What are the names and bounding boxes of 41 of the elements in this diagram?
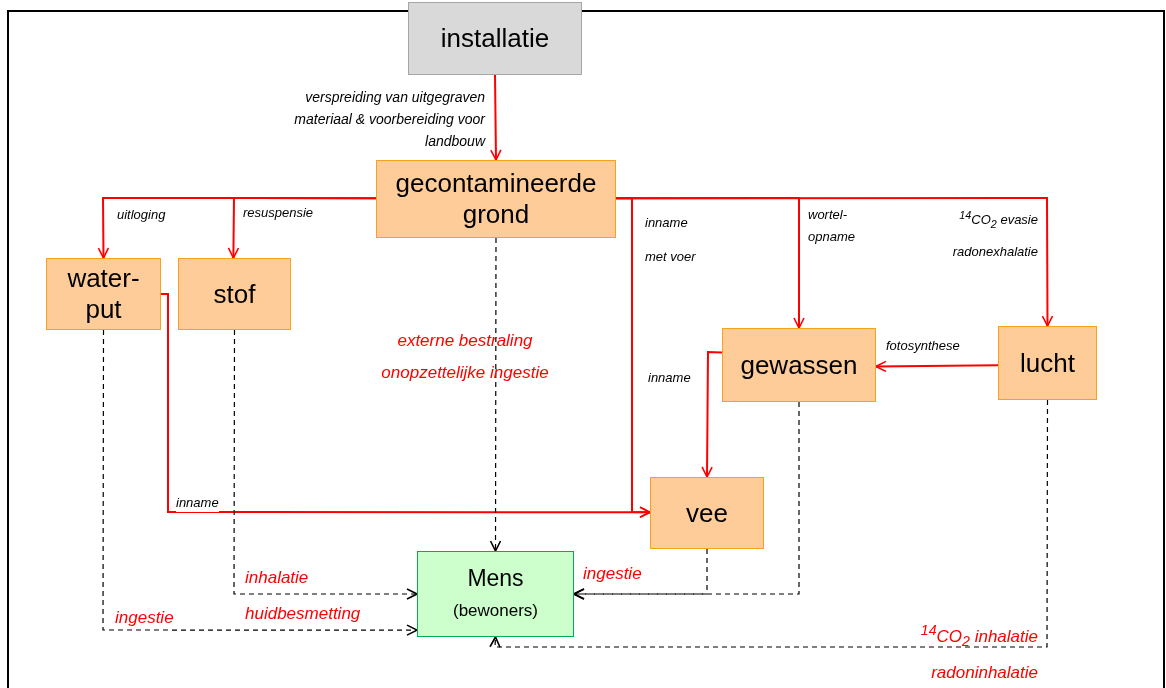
dashed-arrow	[102, 329, 418, 636]
arrow	[227, 197, 377, 259]
edge-label: uitloging	[117, 206, 167, 224]
source-box	[408, 2, 582, 75]
dashed-arrow	[573, 401, 800, 600]
arrow	[615, 197, 1054, 327]
edge-label: verspreiding van uitgegraven materiaal & voorbereiding voor landbouw	[293, 88, 485, 151]
arrow	[490, 74, 502, 161]
edge-label: inname	[648, 369, 692, 387]
node-title: lucht	[1020, 347, 1075, 379]
edge-label: inhalatie huidbesmetting	[245, 567, 362, 625]
edge-label: ingestie	[115, 609, 175, 627]
edge-label: inname met voer	[645, 214, 697, 266]
edge-label: $^{14}$CO$_{2}$ evasie radonexhalatie	[951, 208, 1038, 261]
edge-label: wortel- opname	[808, 206, 856, 246]
dashed-arrow	[233, 329, 418, 600]
process-box	[376, 160, 616, 238]
edge-label: resuspensie	[243, 204, 315, 222]
edge-label: ingestie	[583, 565, 643, 583]
process-box	[46, 258, 161, 330]
arrow	[701, 350, 723, 478]
edge-label: $^{14}$CO$_{2}$ inhalatie radoninhalatie	[919, 621, 1038, 685]
dashed-arrow	[489, 399, 1049, 649]
arrow	[875, 360, 999, 373]
process-box	[650, 477, 764, 549]
process-box	[722, 328, 876, 402]
node-title: gecontamineerde grond	[394, 168, 598, 230]
process-box	[178, 258, 291, 330]
node-title: stof	[213, 278, 256, 310]
process-box	[998, 326, 1097, 400]
node-title: gewassen	[740, 349, 858, 381]
node-title: water- put	[66, 263, 141, 325]
node-title: vee	[686, 497, 728, 529]
receptor-box	[417, 551, 574, 637]
node-title: Mens	[467, 564, 524, 593]
dashed-arrow	[489, 237, 502, 552]
node-title: installatie	[440, 23, 550, 54]
edge-label: externe bestraling onopzettelijke ingestie	[380, 330, 550, 384]
edge-label: fotosynthese	[886, 337, 961, 355]
arrow	[160, 293, 651, 519]
node-subtitle: (bewoners)	[452, 600, 538, 622]
